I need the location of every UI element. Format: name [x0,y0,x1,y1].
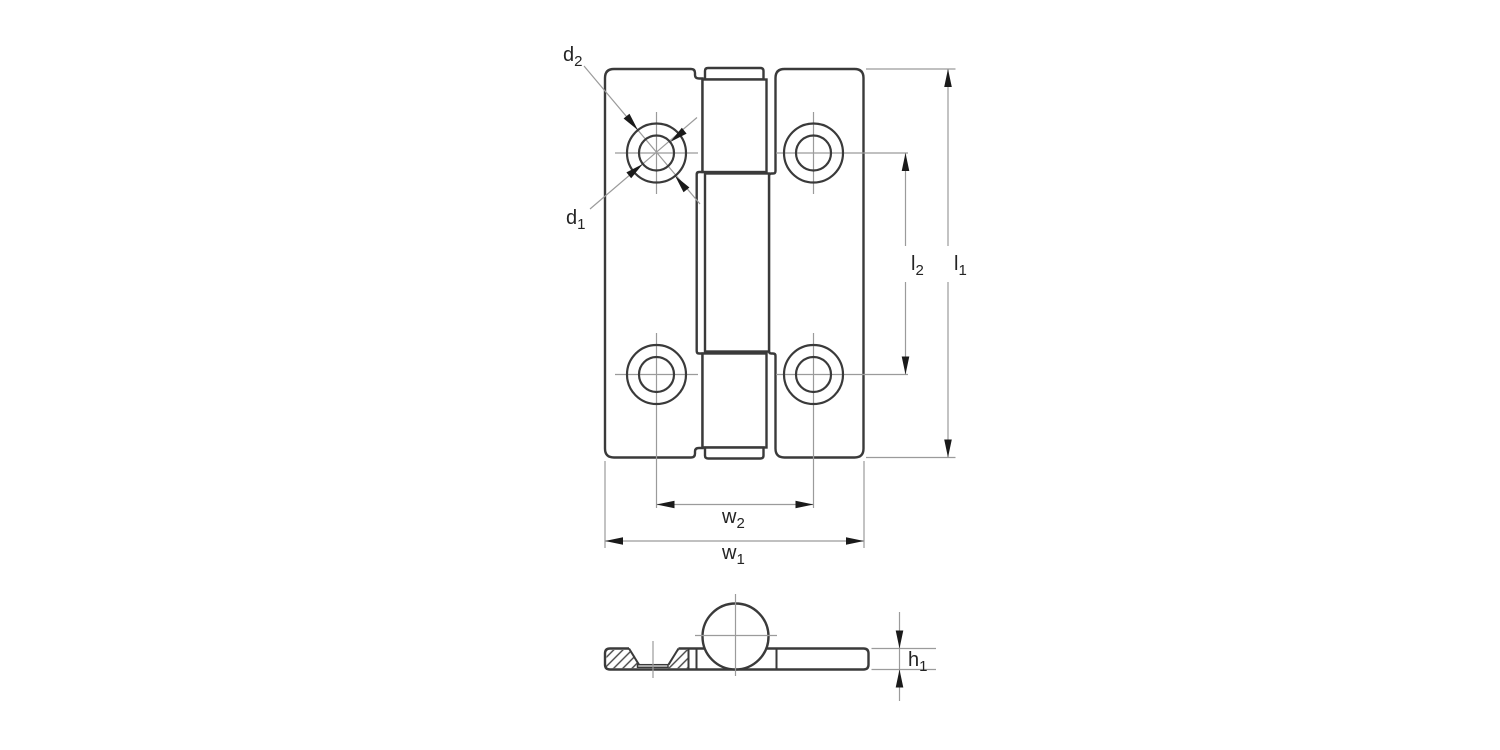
right-leaf-outline [767,67,865,459]
label-d1: d1 [566,207,585,233]
hole-bottom-left-inner [637,355,676,394]
hatch-left [606,650,639,669]
knuckle-upper-segment [701,78,768,174]
label-d2: d2 [563,44,582,70]
hole-top-right-inner [794,134,833,172]
label-h1: h1 [908,649,927,675]
hole-bottom-right-inner [794,355,833,394]
knuckle-top-cap [703,66,765,81]
dim-w2 [656,500,814,509]
hole-bottom-left-outer [625,343,688,406]
dim-l1 [866,68,956,459]
countersink-right-slope [667,647,680,666]
hole-top-left-outer [625,122,688,184]
label-l2: l2 [911,253,924,279]
hole-bottom-right-outer [782,343,845,406]
countersink-left-slope [628,647,640,666]
left-leaf-outline [603,67,704,459]
hole-top-left-inner [637,134,676,172]
dim-w1 [604,461,865,548]
knuckle-lower-segment [701,352,768,449]
hatch-right [668,650,688,669]
label-l1: l1 [954,253,967,279]
hole-top-right-outer [782,122,845,184]
section-view: h1 [603,594,936,701]
dim-l2 [901,153,910,375]
screw-holes [625,122,845,406]
dim-h1 [871,612,936,701]
knuckle-middle-segment [703,172,771,353]
label-w1: w1 [721,542,745,568]
front-view: d2 d1 l2 l1 w2 w1 [563,44,967,568]
label-w2: w2 [721,506,745,532]
knuckle-bottom-cap [703,446,765,460]
